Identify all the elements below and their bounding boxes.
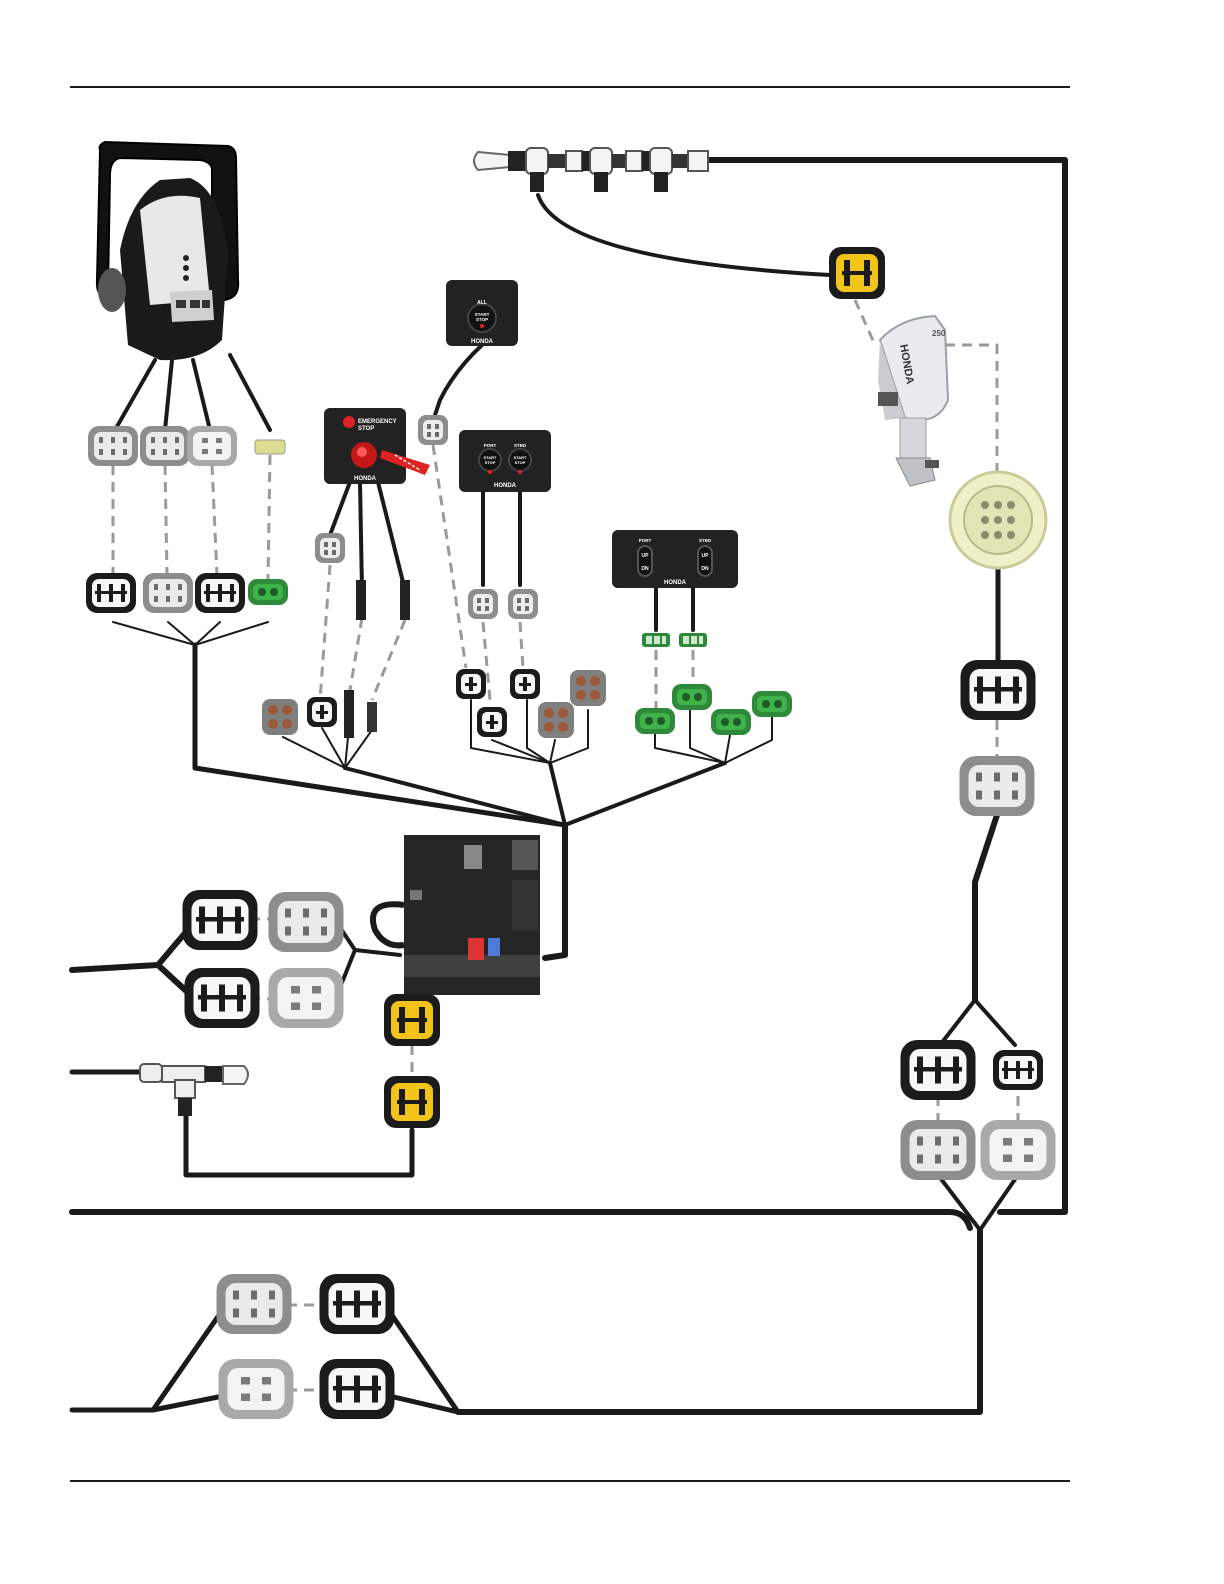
right-connector-1 xyxy=(901,1040,976,1100)
bottom-connector-1 xyxy=(217,1274,292,1334)
trim-mate-3 xyxy=(711,709,751,735)
trim-stbd-label: STBD xyxy=(699,538,712,543)
trim-stbd-up: UP xyxy=(702,553,710,559)
estop-lead-mate-1 xyxy=(344,690,354,738)
all-panel-brand: HONDA xyxy=(471,339,494,345)
engine-model: 250 xyxy=(932,329,946,338)
all-stop-label: STOP xyxy=(476,317,488,322)
binnacle-mate-2 xyxy=(143,573,193,613)
trim-stbd-connector xyxy=(679,633,707,647)
ss-stbd-stop: STOP xyxy=(515,460,526,465)
ss-mate-3 xyxy=(510,669,540,699)
ss-port-stop: STOP xyxy=(485,460,496,465)
ss-port-label: PORT xyxy=(484,443,497,448)
right-mate-2 xyxy=(981,1120,1056,1180)
estop-label-2: STOP xyxy=(358,426,374,432)
ss-brand: HONDA xyxy=(494,483,517,489)
trim-port-dn: DN xyxy=(641,566,649,572)
estop-lead-mate-2 xyxy=(367,702,377,732)
estop-brown-connector xyxy=(262,699,298,735)
estop-mate xyxy=(307,697,337,727)
cb-left-connector-3 xyxy=(185,968,260,1028)
ss-brown-1 xyxy=(538,702,574,738)
binnacle-connector-4 xyxy=(255,440,285,454)
right-mate-1 xyxy=(901,1120,976,1180)
all-panel-connector xyxy=(418,415,448,445)
bottom-connector-3 xyxy=(219,1359,294,1419)
ss-mate-1 xyxy=(456,669,486,699)
cb-yellow-connector xyxy=(384,994,440,1046)
round-engine-connector xyxy=(950,472,1046,568)
binnacle-connector-1 xyxy=(88,426,138,466)
trim-stbd-dn: DN xyxy=(701,566,709,572)
nmea-backbone-top xyxy=(474,148,708,192)
right-connector-2 xyxy=(993,1050,1043,1090)
ss-brown-2 xyxy=(570,670,606,706)
start-stop-dual-panel: PORT STBD START STOP START STOP HONDA xyxy=(459,430,551,492)
engine-harness-mate xyxy=(960,756,1035,816)
trim-mate-1 xyxy=(635,708,675,734)
nmea-yellow-connector xyxy=(384,1076,440,1128)
ss-stbd-label: STBD xyxy=(514,443,527,448)
estop-lead-1 xyxy=(356,580,366,620)
cb-left-connector-1 xyxy=(183,890,258,950)
nmea-tee-lower xyxy=(140,1064,248,1116)
trim-dual-panel: PORT STBD UP DN UP DN HONDA xyxy=(612,530,738,588)
binnacle-connector-2 xyxy=(140,426,190,466)
bottom-connector-4 xyxy=(320,1359,395,1419)
binnacle-connector-3 xyxy=(187,426,237,466)
ss-port-connector xyxy=(468,589,498,619)
estop-lead-2 xyxy=(400,580,410,620)
binnacle-mate-4 xyxy=(248,579,288,605)
estop-label-1: EMERGENCY xyxy=(358,419,397,425)
binnacle-control xyxy=(97,142,238,360)
trim-port-up: UP xyxy=(642,553,650,559)
all-label: ALL xyxy=(477,300,487,306)
estop-brand: HONDA xyxy=(354,476,377,482)
trim-port-label: PORT xyxy=(639,538,652,543)
bottom-connector-2 xyxy=(320,1274,395,1334)
estop-connector xyxy=(315,533,345,563)
ss-mate-2 xyxy=(477,707,507,737)
binnacle-mate-3 xyxy=(195,573,245,613)
trim-mate-4 xyxy=(752,691,792,717)
trim-mate-2 xyxy=(672,684,712,710)
control-box xyxy=(373,835,540,995)
trim-port-connector xyxy=(642,633,670,647)
outboard-engine: HONDA 250 xyxy=(878,316,948,486)
cb-left-connector-2 xyxy=(269,892,344,952)
cb-left-connector-4 xyxy=(269,968,344,1028)
top-yellow-connector xyxy=(829,247,885,299)
binnacle-mate-1 xyxy=(86,573,136,613)
emergency-stop-panel: EMERGENCY STOP HONDA xyxy=(324,408,430,484)
ss-stbd-connector xyxy=(508,589,538,619)
all-start-stop-panel: ALL START STOP HONDA xyxy=(446,280,518,346)
trim-brand: HONDA xyxy=(664,580,687,586)
engine-harness-connector xyxy=(961,660,1036,720)
